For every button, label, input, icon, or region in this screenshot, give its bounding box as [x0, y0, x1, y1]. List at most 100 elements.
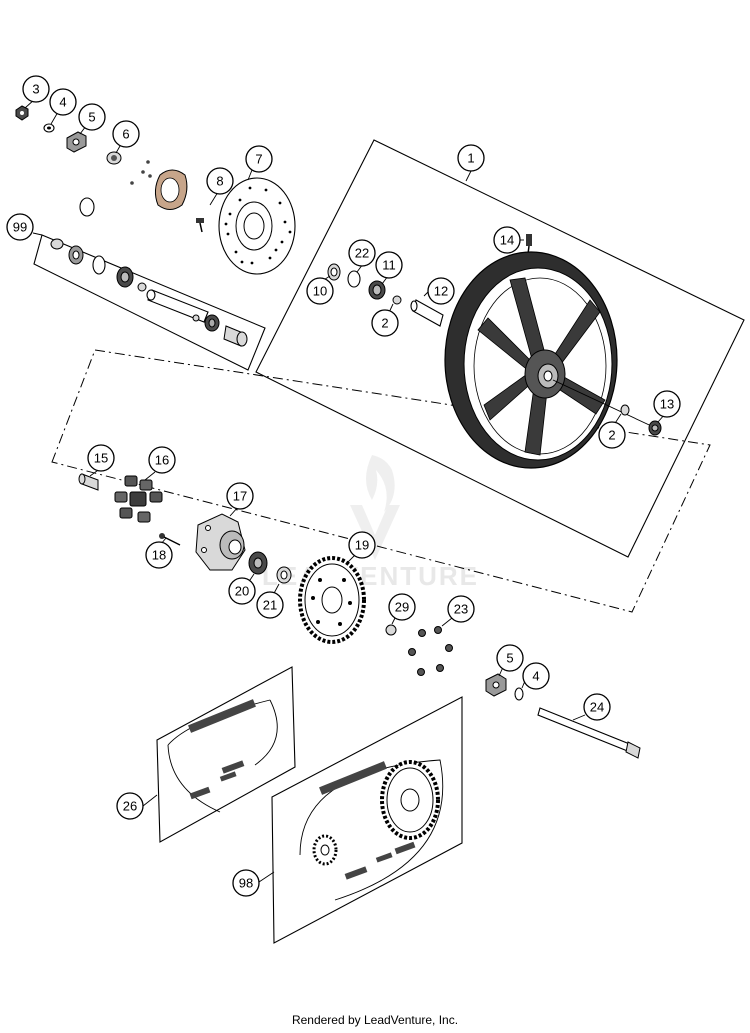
- callout-11[interactable]: 11: [375, 251, 403, 279]
- callout-13[interactable]: 13: [653, 390, 681, 418]
- callout-1[interactable]: 1: [457, 144, 485, 172]
- bearing-11: [368, 280, 386, 300]
- callout-6[interactable]: 6: [112, 120, 140, 148]
- svg-text:6: 6: [122, 127, 129, 142]
- watermark: LEADVENTURE: [262, 455, 479, 591]
- svg-text:22: 22: [355, 246, 369, 261]
- callout-12[interactable]: 12: [427, 277, 455, 305]
- o-ring-seal: [79, 197, 95, 217]
- chain-adjuster-5-top: [66, 131, 87, 153]
- callout-22[interactable]: 22: [348, 239, 376, 267]
- svg-text:15: 15: [94, 451, 108, 466]
- spacer-6: [106, 151, 122, 165]
- callout-8[interactable]: 8: [206, 167, 234, 195]
- svg-text:10: 10: [313, 284, 327, 299]
- svg-text:1: 1: [467, 151, 474, 166]
- callout-18[interactable]: 18: [145, 541, 173, 569]
- callout-15[interactable]: 15: [87, 444, 115, 472]
- hub-dash-frame: [51, 349, 711, 613]
- spacer-29: [385, 624, 397, 636]
- circlip-22: [347, 270, 361, 288]
- callout-5-top[interactable]: 5: [78, 103, 106, 131]
- svg-text:98: 98: [239, 876, 253, 891]
- svg-text:14: 14: [500, 233, 514, 248]
- svg-text:4: 4: [532, 669, 539, 684]
- svg-text:29: 29: [395, 600, 409, 615]
- spacer-2-top: [392, 295, 402, 305]
- callout-7[interactable]: 7: [245, 145, 273, 173]
- callout-99[interactable]: 99: [6, 213, 34, 241]
- nuts-23: [408, 626, 453, 676]
- brake-disc-7: [218, 177, 296, 275]
- sprocket-carrier-17: [195, 513, 246, 571]
- svg-text:17: 17: [233, 489, 247, 504]
- nut-3: [15, 105, 29, 121]
- callout-26[interactable]: 26: [116, 792, 144, 820]
- svg-text:19: 19: [355, 538, 369, 553]
- callout-23[interactable]: 23: [447, 595, 475, 623]
- washer-4-top: [43, 123, 55, 133]
- leader-lines: [24, 98, 666, 883]
- svg-text:3: 3: [32, 82, 39, 97]
- callout-4-bottom[interactable]: 4: [522, 662, 550, 690]
- callout-2-top[interactable]: 2: [371, 309, 399, 337]
- callout-5-bottom[interactable]: 5: [496, 644, 524, 672]
- svg-text:13: 13: [660, 397, 674, 412]
- callout-21[interactable]: 21: [256, 591, 284, 619]
- callout-14[interactable]: 14: [493, 226, 521, 254]
- svg-text:21: 21: [263, 598, 277, 613]
- svg-text:11: 11: [382, 258, 396, 273]
- callout-24[interactable]: 24: [583, 693, 611, 721]
- axle-line: [552, 379, 661, 431]
- kit-99-parts: [50, 238, 248, 347]
- svg-text:24: 24: [590, 700, 604, 715]
- svg-text:5: 5: [88, 110, 95, 125]
- callout-16[interactable]: 16: [148, 446, 176, 474]
- svg-text:2: 2: [608, 428, 615, 443]
- svg-text:8: 8: [216, 174, 223, 189]
- washer-4-bottom: [514, 687, 524, 701]
- bolt-18: [159, 533, 181, 546]
- svg-text:7: 7: [255, 152, 262, 167]
- svg-text:4: 4: [59, 95, 66, 110]
- damper-16: [114, 475, 163, 523]
- callout-98[interactable]: 98: [232, 869, 260, 897]
- axle-sleeve-12: [410, 299, 444, 327]
- spacer-2-right: [620, 404, 630, 416]
- watermark-text: LEADVENTURE: [262, 561, 479, 591]
- svg-text:23: 23: [454, 602, 468, 617]
- callout-2-right[interactable]: 2: [598, 421, 626, 449]
- svg-text:2: 2: [381, 316, 388, 331]
- svg-text:26: 26: [123, 799, 137, 814]
- small-screws: [130, 160, 152, 185]
- chain-frame-26: [156, 666, 296, 843]
- svg-text:12: 12: [434, 284, 448, 299]
- chain-adjuster-5-bottom: [485, 673, 507, 697]
- callout-3[interactable]: 3: [22, 75, 50, 103]
- chain-26: [167, 699, 278, 813]
- callout-29[interactable]: 29: [388, 593, 416, 621]
- bolt-8: [196, 218, 204, 233]
- wheel-frame-1: [255, 139, 745, 558]
- axle-24: [537, 707, 641, 759]
- callout-19[interactable]: 19: [348, 531, 376, 559]
- rear-sprocket-19: [298, 556, 366, 644]
- sleeve-15: [78, 473, 99, 491]
- svg-text:18: 18: [152, 548, 166, 563]
- chain-kit-98: [299, 759, 444, 901]
- kit-frame-99: [33, 234, 266, 371]
- chain-kit-frame-98: [271, 696, 463, 944]
- spacer-21: [276, 566, 292, 584]
- callout-20[interactable]: 20: [228, 577, 256, 605]
- rear-wheel-rim: [444, 251, 618, 469]
- bearing-20: [248, 551, 268, 575]
- svg-text:20: 20: [235, 584, 249, 599]
- svg-text:5: 5: [506, 651, 513, 666]
- bearing-13: [648, 420, 662, 436]
- svg-text:16: 16: [155, 453, 169, 468]
- callout-4-top[interactable]: 4: [49, 88, 77, 116]
- callout-10[interactable]: 10: [306, 277, 334, 305]
- svg-text:99: 99: [13, 220, 27, 235]
- callout-17[interactable]: 17: [226, 482, 254, 510]
